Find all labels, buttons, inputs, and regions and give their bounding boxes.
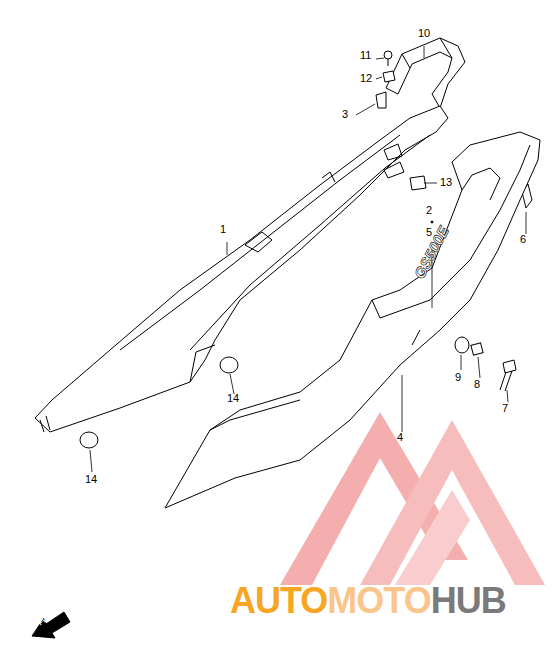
callout-number: 2 <box>426 205 432 216</box>
callout-number: 8 <box>474 379 480 390</box>
callout-number: 11 <box>360 50 371 61</box>
callout-number: 7 <box>502 403 508 414</box>
watermark-text: AUTO <box>230 583 327 619</box>
callout-number: 9 <box>455 372 461 383</box>
callout-number: 4 <box>397 432 403 443</box>
callout-number: 6 <box>520 234 526 245</box>
bracket-part <box>386 38 465 108</box>
watermark-text: MOTO <box>327 583 430 619</box>
watermark-text: HUB <box>431 583 506 619</box>
callout-number: 12 <box>360 73 372 84</box>
leader-lines <box>90 46 526 472</box>
frame-cover-right <box>165 132 540 508</box>
callout-number: 10 <box>418 28 430 39</box>
callout-number: 13 <box>440 177 452 188</box>
frame-cover-left <box>35 106 448 432</box>
dot <box>431 221 433 223</box>
fwd-arrow <box>32 612 70 638</box>
callout-number: 14 <box>85 474 97 485</box>
callout-number: 14 <box>227 393 239 404</box>
callout-number: 1 <box>220 224 226 235</box>
callout-number: 3 <box>342 109 348 120</box>
